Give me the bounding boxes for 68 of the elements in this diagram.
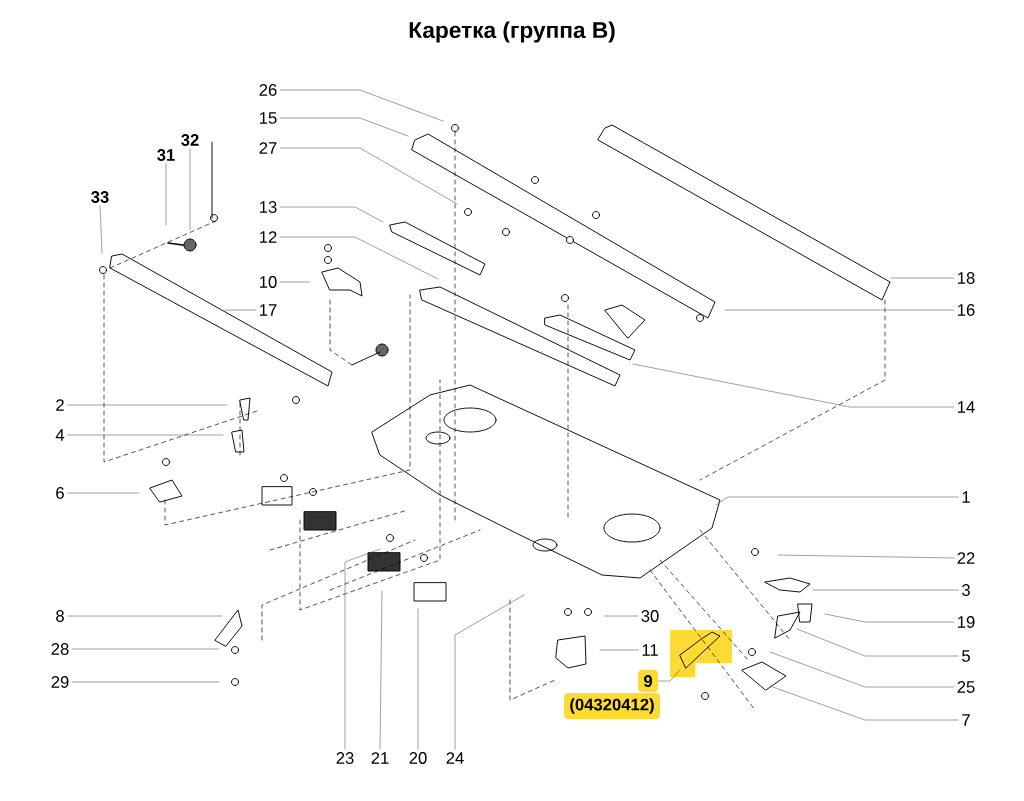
callout-number: 13	[260, 201, 277, 213]
callout-number: 28	[51, 643, 69, 655]
callout-number: 8	[56, 610, 64, 622]
leader-line	[769, 651, 955, 688]
callout-number: 4	[55, 429, 65, 441]
callout-number: 17	[260, 304, 277, 316]
part-number: (04320412)	[564, 692, 660, 720]
leader-line	[189, 148, 191, 231]
callout-number: 26	[259, 84, 277, 96]
callout-number: 15	[260, 112, 277, 124]
callout-number: 22	[957, 552, 975, 564]
leader-line	[67, 434, 224, 436]
callout-number: 3	[962, 584, 970, 596]
leader-line	[279, 206, 384, 223]
callout-number: 18	[958, 272, 975, 284]
callout-number: 33	[91, 191, 109, 203]
leader-line	[604, 615, 639, 617]
leader-line	[769, 685, 959, 721]
callout-number: 21	[371, 752, 389, 764]
callout-number: 31	[157, 149, 175, 161]
callout-number: 12	[260, 231, 277, 243]
callout-number: 6	[56, 487, 64, 499]
leader-line	[71, 681, 220, 683]
leader-line	[279, 117, 409, 137]
leader-line	[658, 669, 681, 682]
leader-line	[417, 608, 419, 750]
leader-line	[224, 309, 257, 311]
leader-line	[454, 594, 525, 750]
leader-line	[279, 281, 310, 283]
leader-line	[67, 404, 228, 406]
callout-number: 19	[958, 616, 975, 628]
leader-line	[824, 613, 955, 623]
callout-number: 16	[958, 304, 975, 316]
callout-number: 29	[51, 676, 69, 688]
leader-line	[379, 590, 383, 750]
callout-number: 7	[962, 714, 970, 726]
leader-line	[777, 554, 955, 559]
leader-line	[812, 589, 959, 591]
callout-number: 10	[260, 276, 277, 288]
callout-number: 25	[957, 681, 975, 693]
leader-line	[67, 615, 223, 617]
leader-line	[279, 89, 444, 122]
leader-line	[715, 496, 959, 506]
leader-line	[724, 309, 955, 311]
leader-line	[890, 277, 955, 279]
callout-number: 14	[958, 401, 975, 413]
callout-number: 1	[962, 491, 970, 503]
leader-line	[632, 363, 955, 408]
callout-number: 27	[259, 142, 277, 154]
callout-number: 5	[962, 650, 970, 662]
title: Каретка (группа B)	[409, 21, 615, 43]
callout-number: 30	[641, 610, 659, 622]
leader-line	[599, 649, 639, 651]
leader-line	[99, 205, 103, 254]
leader-line	[796, 628, 959, 657]
leader-line	[279, 147, 458, 205]
part-number: 9	[638, 669, 658, 693]
callout-number: 32	[181, 134, 199, 146]
leader-line	[344, 548, 381, 750]
leader-line	[67, 492, 140, 494]
callout-number: 24	[446, 752, 464, 764]
leader-line	[165, 163, 167, 226]
callout-number: 2	[56, 399, 64, 411]
callout-number: 23	[336, 752, 354, 764]
leader-line	[279, 236, 439, 280]
leader-line	[71, 648, 220, 650]
callout-number: 20	[409, 752, 427, 764]
callout-number: 11	[642, 644, 658, 656]
